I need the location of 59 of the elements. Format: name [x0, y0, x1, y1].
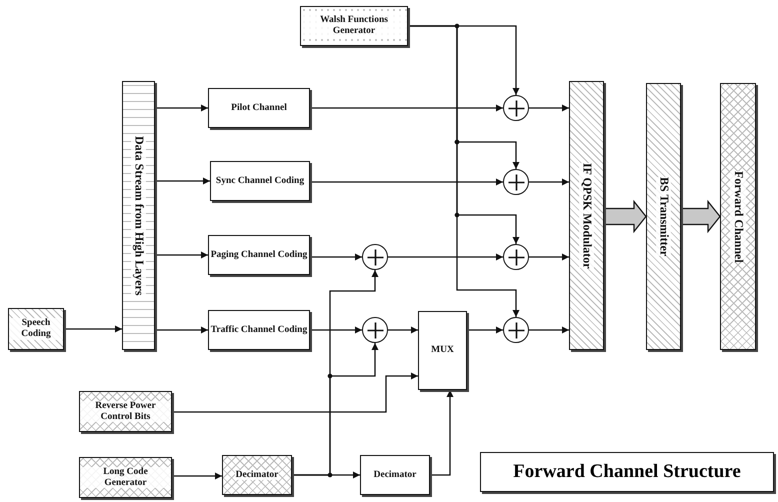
block-label: Sync Channel Coding [214, 176, 306, 186]
arrow [64, 326, 122, 332]
block-label: Data Stream from High Layers [130, 136, 146, 296]
control-bits-box [79, 391, 172, 432]
block-label: Long Code Generator [80, 466, 171, 488]
channel-bar [720, 83, 756, 350]
arrow [430, 390, 454, 476]
data-stream-bar [122, 81, 155, 350]
arrow [529, 178, 569, 186]
channel-box [208, 88, 310, 128]
block-arrow [603, 200, 647, 234]
adder-symbol [503, 244, 529, 270]
arrow [310, 326, 362, 334]
arrow [310, 104, 503, 112]
adder-symbol [362, 244, 388, 270]
block-label: Traffic Channel Coding [210, 324, 308, 336]
block-label: Pilot Channel [230, 102, 288, 114]
decimator-box [360, 455, 430, 495]
modulator-bar [569, 81, 604, 350]
block-label: Decimator [372, 470, 418, 480]
arrow [155, 178, 210, 184]
channel-box [208, 310, 310, 350]
arrow [172, 372, 418, 413]
generator-box [300, 6, 408, 46]
channel-box [208, 235, 310, 275]
decimator-box [222, 455, 292, 495]
arrow [388, 254, 503, 260]
generator-box [79, 457, 172, 498]
block-label: Walsh Functions Generator [301, 15, 407, 37]
block-label: BS Transmitter [656, 176, 672, 256]
diagram-title: Forward Channel Structure [480, 452, 774, 492]
arrow [155, 326, 208, 334]
adder-symbol [503, 169, 529, 195]
adder-symbol [503, 317, 529, 343]
arrow [529, 104, 569, 112]
arrow [155, 252, 208, 258]
block-label: Forward Channel [730, 170, 746, 262]
arrow [310, 178, 503, 186]
channel-box [210, 161, 310, 201]
adder-symbol [362, 317, 388, 343]
block-label: Speech Coding [9, 318, 63, 340]
arrow [155, 104, 208, 112]
block-arrow [680, 200, 721, 234]
arrow [172, 472, 222, 480]
arrow [292, 343, 378, 476]
adder-symbol [503, 95, 529, 121]
arrow [529, 326, 569, 334]
block-label: Reverse Power Control Bits [80, 400, 171, 422]
mux-box [418, 311, 467, 390]
arrow [388, 326, 418, 334]
speech-coding-box [8, 308, 64, 350]
block-label: Decimator [234, 470, 280, 480]
arrow [310, 254, 362, 260]
block-label: IF QPSK Modulator [578, 162, 594, 268]
arrow [529, 254, 569, 260]
arrow [408, 25, 520, 317]
transmitter-bar [646, 83, 681, 350]
block-label: Paging Channel Coding [210, 250, 308, 260]
arrow [467, 326, 503, 334]
